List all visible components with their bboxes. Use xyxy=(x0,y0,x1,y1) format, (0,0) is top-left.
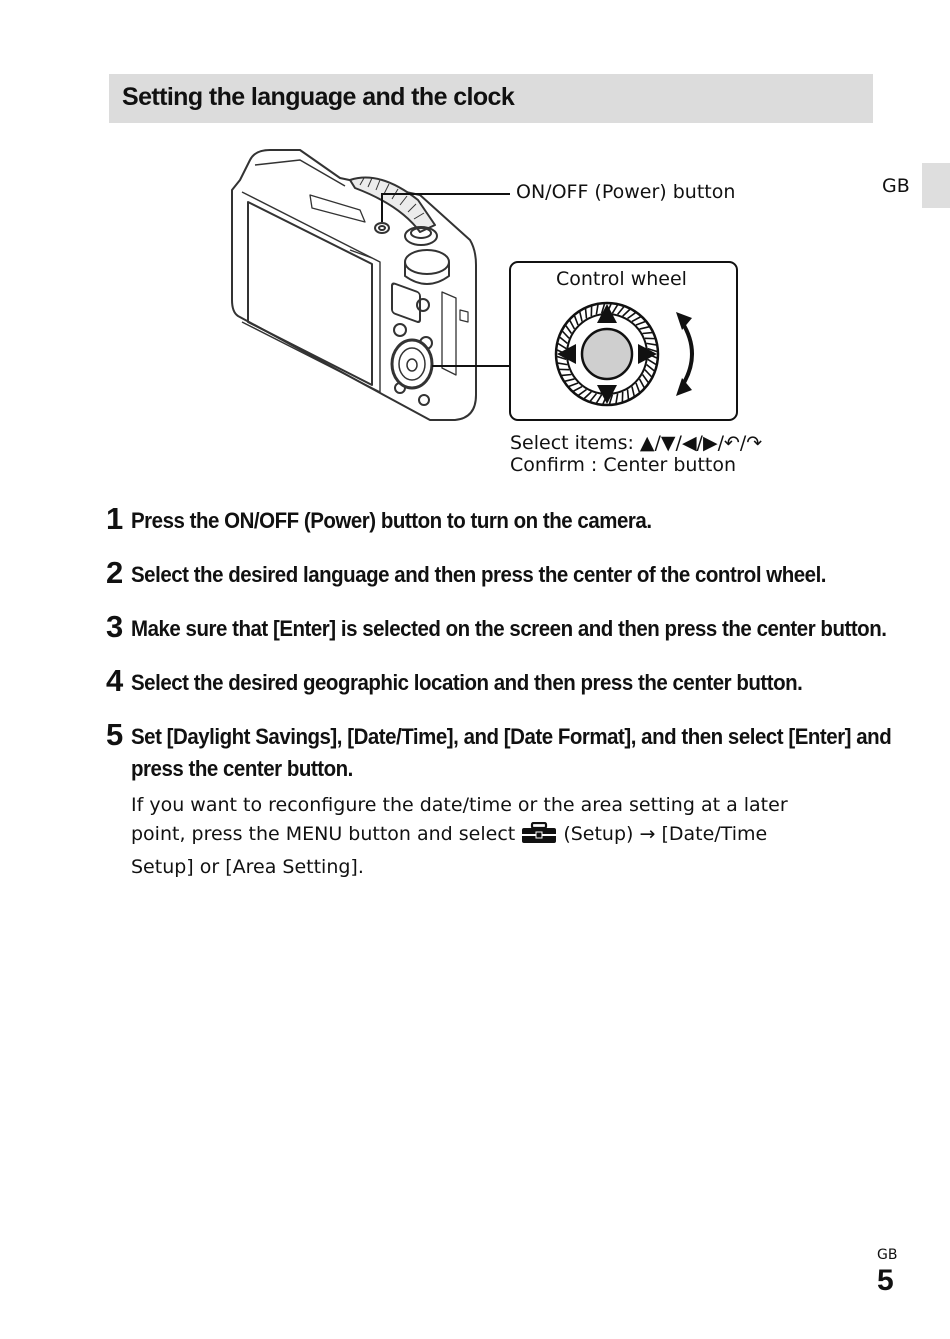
step-3: 3 Make sure that [Enter] is selected on … xyxy=(106,609,899,645)
step-text: Make sure that [Enter] is selected on th… xyxy=(131,616,887,641)
section-header: Setting the language and the clock xyxy=(109,74,873,123)
camera-illustration xyxy=(231,149,738,421)
step-number: 4 xyxy=(106,663,123,698)
step-4: 4 Select the desired geographic location… xyxy=(106,663,899,699)
step-number: 5 xyxy=(106,717,123,752)
down-arrow-icon xyxy=(597,385,617,404)
rotate-arrow-icon xyxy=(680,320,694,388)
note-text-end: (Setup) → [Date/Time Setup] or [Area Set… xyxy=(131,823,768,878)
up-arrow-icon xyxy=(597,304,617,323)
select-items-label: Select items: ▲/▼/◀/▶/↶/↷ xyxy=(510,432,763,454)
step-number: 1 xyxy=(106,501,123,536)
side-tab-label: GB xyxy=(882,175,910,197)
step-2: 2 Select the desired language and then p… xyxy=(106,555,899,591)
step-number: 3 xyxy=(106,609,123,644)
steps-list: 1 Press the ON/OFF (Power) button to tur… xyxy=(106,501,899,904)
step-1: 1 Press the ON/OFF (Power) button to tur… xyxy=(106,501,899,537)
step-text: Press the ON/OFF (Power) button to turn … xyxy=(131,508,652,533)
step-text: Select the desired language and then pre… xyxy=(131,562,827,587)
page-number: 5 xyxy=(877,1264,894,1297)
side-tab xyxy=(922,163,950,208)
step-5-note: If you want to reconfigure the date/time… xyxy=(131,791,791,882)
note-text-start: If you want to reconfigure the date/time… xyxy=(131,794,788,845)
section-title: Setting the language and the clock xyxy=(122,83,515,111)
footer-language: GB xyxy=(877,1247,898,1263)
step-text: Select the desired geographic location a… xyxy=(131,670,803,695)
step-text: Set [Daylight Savings], [Date/Time], and… xyxy=(131,724,892,781)
control-wheel-label: Control wheel xyxy=(556,268,687,290)
left-arrow-icon xyxy=(557,344,576,364)
right-arrow-icon xyxy=(638,344,657,364)
control-wheel-diagram xyxy=(554,301,694,407)
toolbox-icon xyxy=(521,821,557,853)
camera-figure: ON/OFF (Power) button Control wheel Sele… xyxy=(0,0,950,500)
step-number: 2 xyxy=(106,555,123,590)
power-leader-line xyxy=(381,193,510,222)
confirm-label: Confirm : Center button xyxy=(510,454,737,476)
camera-body xyxy=(231,149,477,421)
power-button-label: ON/OFF (Power) button xyxy=(516,181,736,203)
step-5: 5 Set [Daylight Savings], [Date/Time], a… xyxy=(106,717,899,882)
